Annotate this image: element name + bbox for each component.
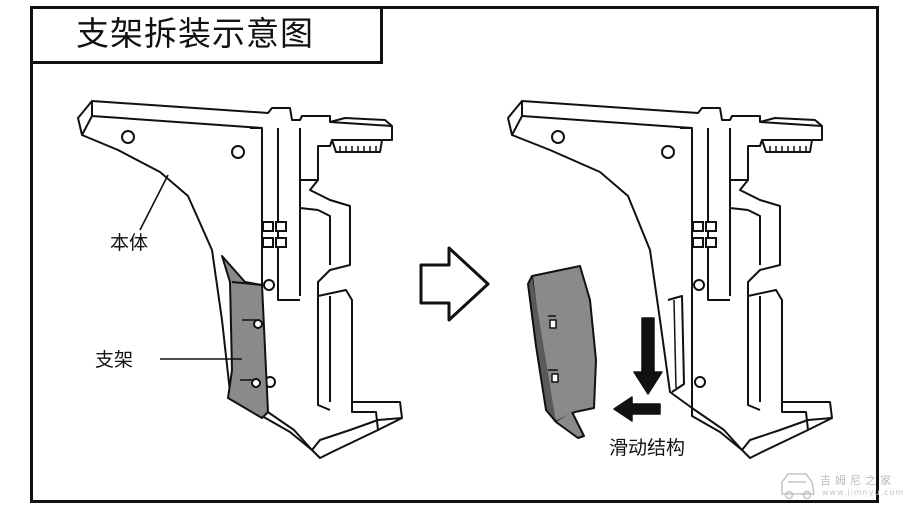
watermark-text: 吉姆尼之家	[820, 474, 895, 487]
label-slide-structure: 滑动结构	[609, 437, 686, 459]
housing-left-holes	[121, 130, 287, 388]
label-body: 本体	[110, 232, 149, 254]
down-arrow-icon	[633, 317, 663, 395]
left-arrow-icon	[613, 396, 661, 422]
bracket-removed	[527, 265, 597, 439]
housing-right	[507, 100, 833, 459]
page-title: 支架拆装示意图	[76, 14, 314, 53]
bracket-installed	[221, 255, 269, 419]
watermark-url: www.jimnyu.com	[822, 488, 905, 497]
housing-right-holes	[551, 130, 717, 388]
leader-line-body	[139, 174, 169, 231]
title-box	[30, 6, 383, 64]
jeep-logo-icon	[781, 473, 815, 500]
label-bracket: 支架	[95, 349, 134, 371]
right-arrow-icon	[419, 246, 490, 322]
